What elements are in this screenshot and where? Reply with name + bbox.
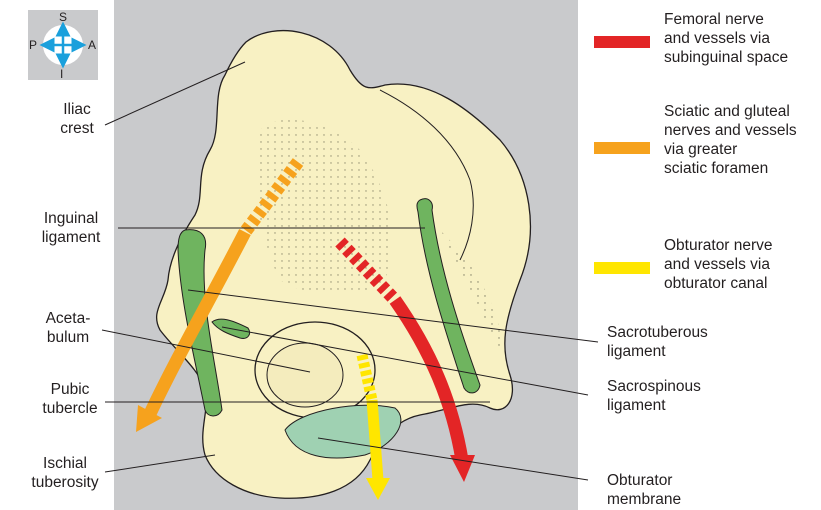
acetabulum-fossa [267,343,343,407]
label-acetabulum: Aceta- bulum [28,309,108,347]
legend-sciatic: Sciatic and gluteal nerves and vessels v… [664,102,797,178]
legend-swatch-obturator [594,262,650,274]
legend-swatch-femoral [594,36,650,48]
label-sacrospinous-ligament: Sacrospinous ligament [607,377,701,415]
legend-swatch-sciatic [594,142,650,154]
label-obturator-membrane: Obturator membrane [607,471,681,509]
legend-obturator: Obturator nerve and vessels via obturato… [664,236,773,293]
label-sacrotuberous-ligament: Sacrotuberous ligament [607,323,708,361]
obturator-arrow [372,400,378,480]
label-iliac-crest: Iliac crest [42,100,112,138]
leader-ischial-tuberosity [105,455,215,472]
label-pubic-tubercle: Pubic tubercle [30,380,110,418]
label-inguinal-ligament: Inguinal ligament [26,209,116,247]
obturator-arrowhead [366,478,390,500]
legend-femoral: Femoral nerve and vessels via subinguina… [664,10,788,67]
label-ischial-tuberosity: Ischial tuberosity [20,454,110,492]
